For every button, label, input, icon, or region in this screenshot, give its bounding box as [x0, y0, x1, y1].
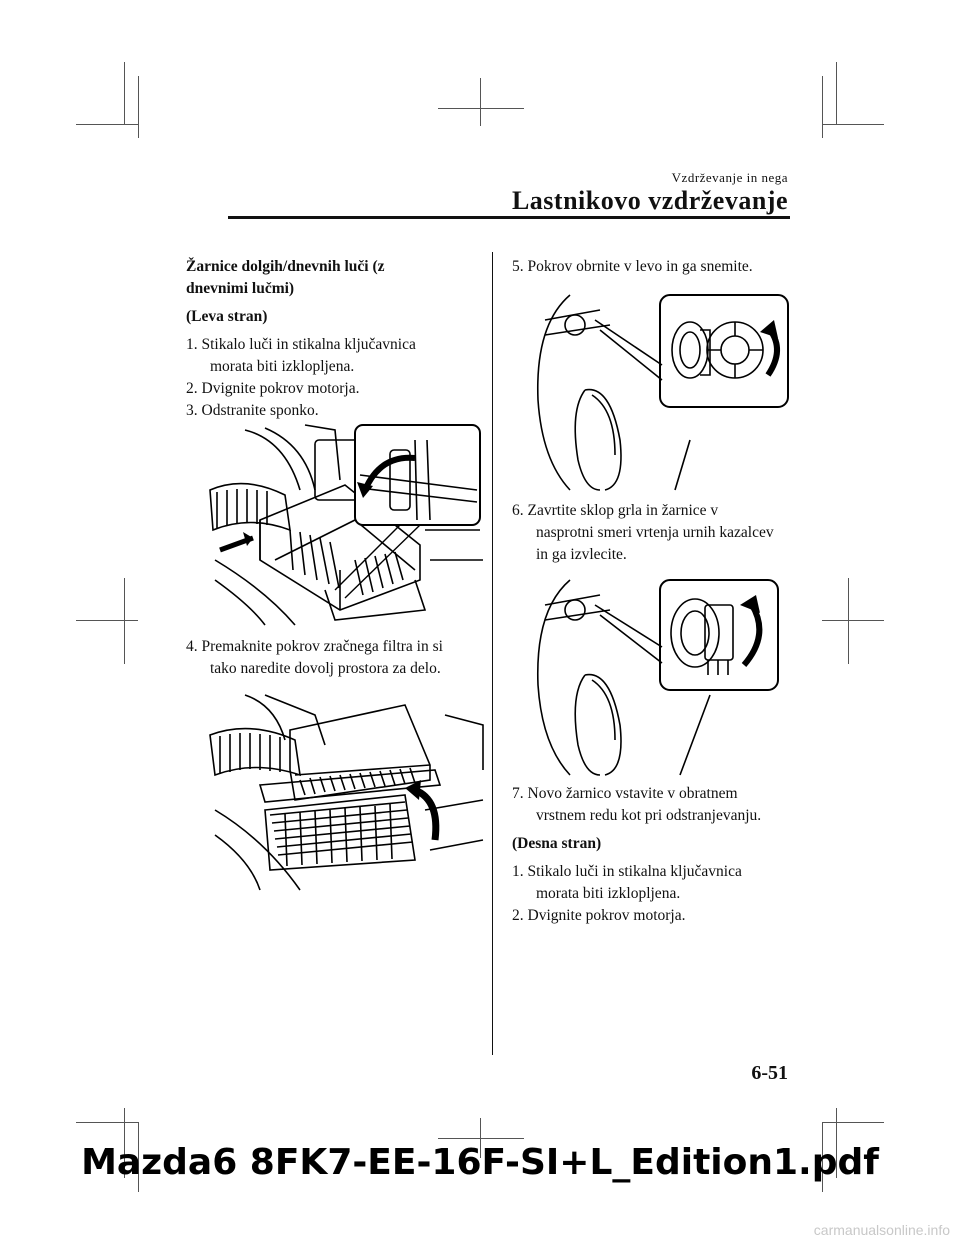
bulb-socket-illustration [536, 579, 779, 776]
section-heading-cont: dnevnimi lučmi) [186, 280, 295, 297]
header-rule [228, 216, 790, 219]
step-4: 4. Premaknite pokrov zračnega filtra in … [186, 638, 443, 655]
step-3: 3. Odstranite sponko. [186, 402, 319, 419]
step-1: 1. Stikalo luči in stikalna ključavnica [186, 336, 416, 353]
section-subtitle: Vzdrževanje in nega [671, 170, 788, 185]
air-filter-clip-illustration [209, 424, 483, 626]
step-1-right: 1. Stikalo luči in stikalna ključavnica [512, 863, 742, 880]
step-4-cont: tako naredite dovolj prostora za delo. [210, 660, 441, 677]
step-1-cont: morata biti izklopljena. [210, 358, 355, 375]
step-6: 6. Zavrtite sklop grla in žarnice v [512, 502, 719, 519]
step-7-cont: vrstnem redu kot pri odstranjevanju. [536, 807, 762, 824]
step-7: 7. Novo žarnico vstavite v obratnem [512, 785, 738, 802]
right-column-lower: 7. Novo žarnico vstavite v obratnem vrst… [512, 783, 802, 927]
bulb-cover-illustration [536, 294, 789, 491]
section-heading: Žarnice dolgih/dnevnih luči (z [186, 258, 385, 275]
air-filter-cover-illustration [209, 694, 484, 891]
step-6-cont: nasprotni smeri vrtenja urnih kazalcev [536, 524, 774, 541]
section-title: Lastnikovo vzdrževanje [511, 186, 788, 215]
side-label-right: (Desna stran) [512, 835, 602, 852]
left-column: Žarnice dolgih/dnevnih luči (z dnevnimi … [186, 256, 476, 422]
footer-filename: Mazda6 8FK7-EE-16F-SI+L_Edition1.pdf [81, 1142, 879, 1183]
step-6-cont2: in ga izvlecite. [536, 546, 627, 563]
right-column-middle: 6. Zavrtite sklop grla in žarnice v nasp… [512, 500, 802, 566]
column-divider [492, 252, 493, 1055]
side-label-left: (Leva stran) [186, 308, 268, 325]
step-2-right: 2. Dvignite pokrov motorja. [512, 907, 686, 924]
step-5: 5. Pokrov obrnite v levo in ga snemite. [512, 258, 753, 275]
left-column-lower: 4. Premaknite pokrov zračnega filtra in … [186, 636, 476, 680]
watermark: carmanualsonline.info [813, 1222, 950, 1238]
right-column: 5. Pokrov obrnite v levo in ga snemite. [512, 256, 802, 278]
step-1-right-cont: morata biti izklopljena. [536, 885, 681, 902]
step-2: 2. Dvignite pokrov motorja. [186, 380, 360, 397]
page-number: 6-51 [751, 1062, 788, 1084]
